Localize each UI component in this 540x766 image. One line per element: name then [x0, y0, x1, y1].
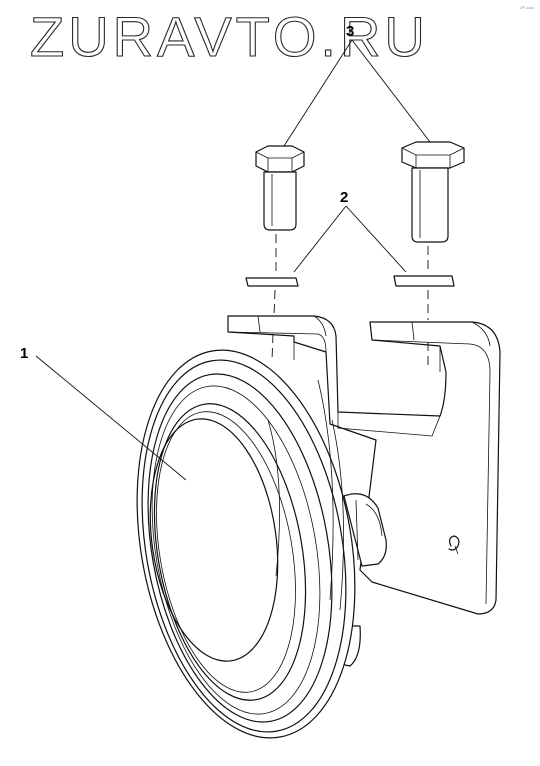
washer-left [245, 277, 299, 287]
mounting-bracket [227, 315, 501, 615]
horn-assembly [136, 349, 356, 739]
watermark-text: ZURAVTO.RU [30, 5, 429, 68]
leader-horn [35, 355, 187, 481]
leader-bolt-left [283, 39, 353, 147]
leader-bolt-right [351, 39, 431, 143]
bolt-right [401, 141, 465, 243]
leader-washer-left [293, 205, 347, 273]
horn-face [149, 418, 279, 662]
bracket-hole [448, 535, 460, 551]
leader-washer-right [345, 205, 407, 273]
bolt-left [255, 145, 305, 231]
leader-lines [35, 39, 431, 481]
callout-washers: 2 [340, 189, 348, 206]
washer-right [393, 275, 455, 287]
horn-connector [339, 493, 387, 667]
assembly-axes [271, 234, 429, 366]
watermark: ZURAVTO.RU ZP-auto [29, 4, 535, 68]
callout-horn: 1 [20, 345, 28, 362]
watermark-corner-text: ZP-auto [520, 5, 535, 10]
callout-bolts: 3 [346, 23, 354, 40]
